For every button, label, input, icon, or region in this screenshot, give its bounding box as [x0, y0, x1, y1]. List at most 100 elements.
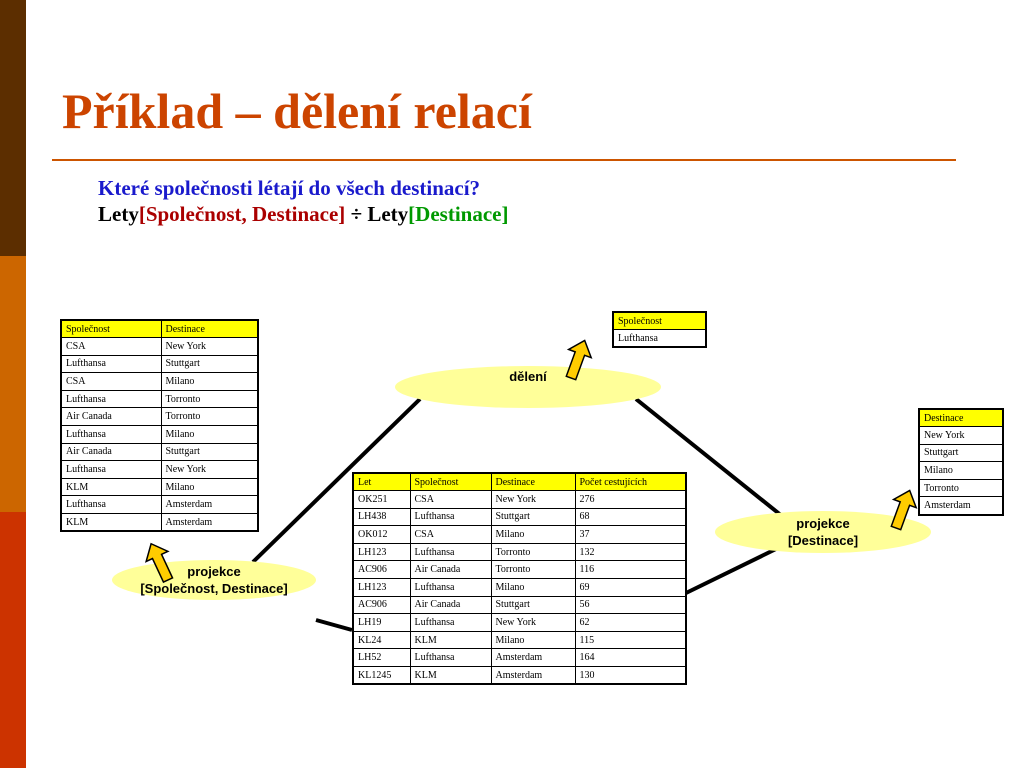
formula-attributes-2: [Destinace] — [408, 202, 509, 226]
connector-line-division-to-destination — [634, 397, 784, 518]
table-cell: LH123 — [352, 542, 411, 562]
table-cell: Milano — [160, 477, 259, 497]
connector-line-flights-to-projection — [315, 618, 353, 632]
slide-title: Příklad – dělení relací — [62, 83, 532, 139]
table-cell: New York — [918, 426, 1004, 445]
table-cell: Lufthansa — [612, 329, 707, 348]
connector-line-flights-to-destination — [685, 546, 779, 595]
table-cell: CSA — [409, 490, 492, 509]
table-cell: 68 — [574, 507, 687, 527]
table-cell: Lufthansa — [60, 425, 162, 444]
table-row: New York — [918, 426, 1004, 445]
table-row: Milano — [918, 461, 1004, 480]
table-cell: 115 — [574, 630, 687, 650]
table-cell: CSA — [60, 372, 162, 391]
destination-projection-label: projekce[Destinace] — [715, 511, 931, 553]
company-destination-projection-line-2: [Společnost, Destinace] — [140, 581, 288, 596]
table-cell: KLM — [60, 477, 162, 497]
table-cell: Amsterdam — [160, 495, 259, 515]
table-cell: New York — [490, 490, 576, 509]
table-cell: Lufthansa — [60, 389, 162, 409]
table-cell: Stuttgart — [490, 507, 576, 527]
table-cell: Milano — [160, 372, 259, 391]
table-cell: Torronto — [490, 542, 576, 562]
column-header: Společnost — [612, 311, 707, 331]
title-underline — [52, 159, 956, 161]
side-strip-light — [0, 512, 26, 768]
column-header: Společnost — [409, 472, 492, 492]
table-cell: 56 — [574, 595, 687, 615]
table-cell: Amsterdam — [490, 648, 576, 668]
table-cell: Air Canada — [409, 560, 492, 580]
table-cell: Stuttgart — [918, 443, 1004, 463]
division-label-text: dělení — [509, 369, 547, 384]
table-cell: Torronto — [490, 560, 576, 580]
table-cell: KLM — [409, 666, 492, 685]
table-cell: Lufthansa — [409, 542, 492, 562]
table-cell: 116 — [574, 560, 687, 580]
table-cell: Lufthansa — [409, 507, 492, 527]
table-cell: KLM — [60, 513, 162, 532]
table-row: Lufthansa — [612, 329, 707, 348]
column-header: Let — [352, 472, 411, 492]
table-cell: Stuttgart — [490, 595, 576, 615]
table-cell: Amsterdam — [918, 496, 1004, 516]
table-cell: CSA — [409, 525, 492, 544]
table-cell: 130 — [574, 666, 687, 685]
table-cell: LH52 — [352, 648, 411, 668]
formula-relation-2: Lety — [367, 202, 409, 226]
table-cell: LH123 — [352, 578, 411, 597]
result-table: Společnost Lufthansa — [612, 311, 707, 349]
table-cell: Torronto — [918, 478, 1004, 498]
table-row: Stuttgart — [918, 443, 1004, 463]
division-operation-label: dělení — [395, 366, 661, 408]
table-cell: Lufthansa — [409, 578, 492, 597]
formula-division-operator: ÷ — [345, 202, 368, 226]
table-cell: Amsterdam — [490, 666, 576, 685]
table-cell: 164 — [574, 648, 687, 668]
side-strip-mid — [0, 256, 26, 512]
table-cell: Lufthansa — [60, 460, 162, 479]
table-cell: Milano — [490, 525, 576, 544]
company-destination-projection-line-1: projekce — [187, 564, 241, 579]
table-cell: New York — [160, 337, 259, 356]
table-cell: 62 — [574, 613, 687, 632]
table-cell: 37 — [574, 525, 687, 544]
destination-table-header: Destinace — [918, 408, 1004, 428]
table-cell: Lufthansa — [60, 354, 162, 374]
table-cell: Air Canada — [60, 407, 162, 427]
question-text: Které společnosti létají do všech destin… — [98, 176, 481, 200]
formula-attributes-1: [Společnost, Destinace] — [138, 202, 346, 226]
destination-projection-line-2: [Destinace] — [787, 533, 859, 548]
column-header: Destinace — [160, 319, 259, 339]
table-cell: Lufthansa — [60, 495, 162, 515]
table-cell: Torronto — [160, 389, 259, 409]
table-cell: Milano — [490, 578, 576, 597]
table-cell: 69 — [574, 578, 687, 597]
table-cell: CSA — [60, 337, 162, 356]
table-cell: KLM — [409, 630, 492, 650]
table-row: Torronto — [918, 478, 1004, 498]
table-cell: 132 — [574, 542, 687, 562]
table-cell: Lufthansa — [409, 648, 492, 668]
table-cell: Amsterdam — [160, 513, 259, 532]
